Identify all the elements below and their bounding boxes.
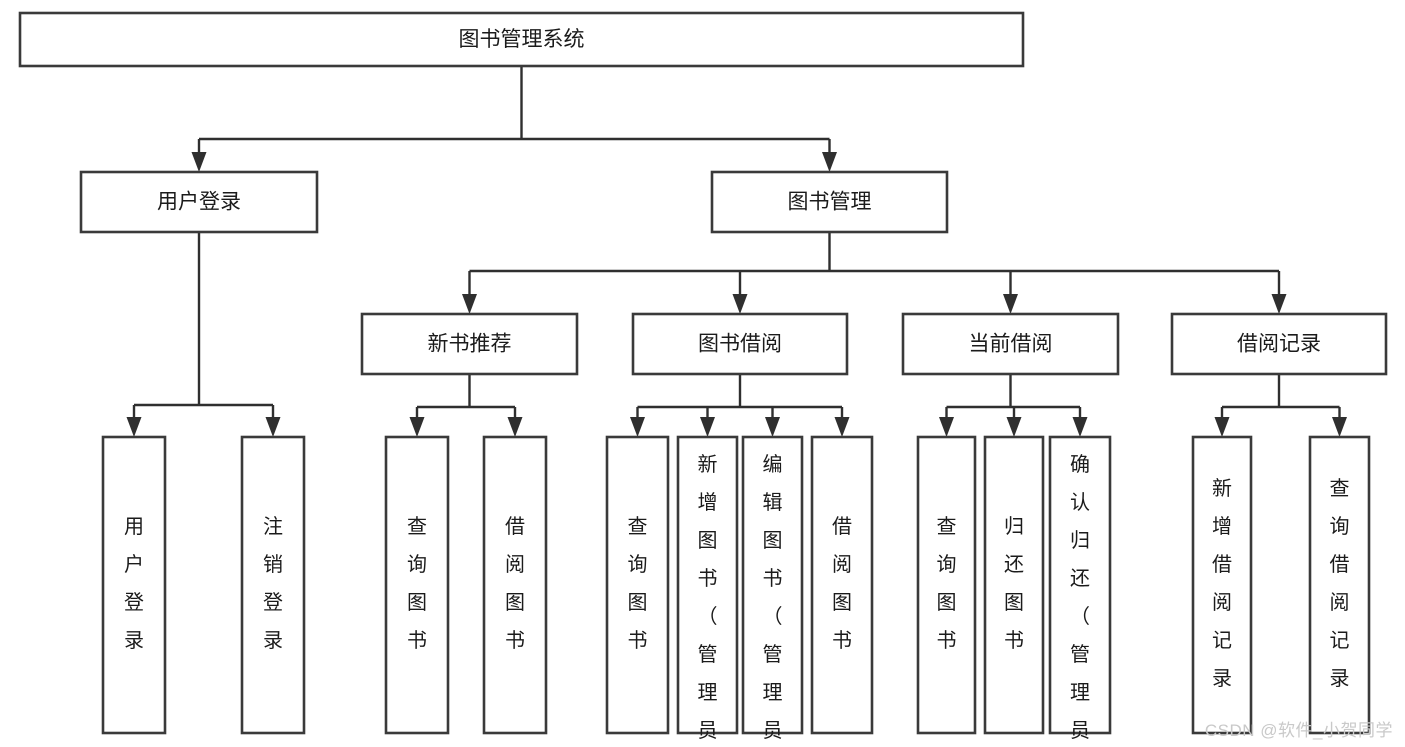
node-leaf-logout[interactable]: 注销登录 <box>240 435 306 735</box>
node-leaf-borrow-book[interactable]: 借阅图书 <box>810 435 874 735</box>
node-box <box>741 435 804 735</box>
node-box <box>482 435 548 735</box>
node-leaf-borrow-book-recommend[interactable]: 借阅图书 <box>482 435 548 735</box>
node-box <box>916 435 977 735</box>
node-leaf-add-borrow-record[interactable]: 新增借阅记录 <box>1191 435 1253 735</box>
node-box <box>360 312 579 376</box>
node-book-management[interactable]: 图书管理 <box>710 170 949 234</box>
connector-layer <box>126 66 1347 437</box>
node-box <box>1308 435 1371 735</box>
node-label: 新增图书（管理员） <box>698 453 718 747</box>
node-label: 查询图书 <box>407 515 427 652</box>
node-box <box>605 435 670 735</box>
node-label: 归还图书 <box>1004 515 1024 652</box>
node-box <box>676 435 739 735</box>
node-label: 用户登录 <box>157 191 241 214</box>
node-label: 查询图书 <box>937 515 957 652</box>
node-label: 编辑图书（管理员） <box>763 453 783 747</box>
node-box <box>631 312 849 376</box>
node-label: 查询图书 <box>628 515 648 652</box>
node-current-borrow[interactable]: 当前借阅 <box>901 312 1120 376</box>
node-leaf-add-book[interactable]: 新增图书（管理员） <box>676 435 739 747</box>
node-user-login[interactable]: 用户登录 <box>79 170 319 234</box>
node-label: 查询借阅记录 <box>1330 477 1350 690</box>
node-label: 图书管理 <box>788 191 872 214</box>
node-leaf-query-borrow-record[interactable]: 查询借阅记录 <box>1308 435 1371 735</box>
node-label: 注销登录 <box>263 515 283 652</box>
node-box <box>983 435 1045 735</box>
node-box <box>710 170 949 234</box>
node-leaf-return-book[interactable]: 归还图书 <box>983 435 1045 735</box>
node-label: 借阅图书 <box>832 515 852 652</box>
node-label: 当前借阅 <box>969 333 1053 356</box>
node-leaf-query-book-borrow[interactable]: 查询图书 <box>605 435 670 735</box>
node-label: 图书管理系统 <box>459 28 585 51</box>
node-box <box>79 170 319 234</box>
node-box <box>240 435 306 735</box>
node-box <box>18 11 1025 68</box>
node-layer: 图书管理系统用户登录图书管理新书推荐图书借阅当前借阅借阅记录用户登录注销登录查询… <box>18 11 1388 747</box>
node-label: 新书推荐 <box>428 333 512 356</box>
node-label: 图书借阅 <box>698 333 782 356</box>
node-label: 确认归还（管理员） <box>1070 453 1090 747</box>
node-box <box>1048 435 1112 735</box>
node-label: 用户登录 <box>124 516 144 652</box>
node-label: 借阅记录 <box>1237 333 1321 356</box>
node-leaf-query-book-recommend[interactable]: 查询图书 <box>384 435 450 735</box>
node-leaf-edit-book[interactable]: 编辑图书（管理员） <box>741 435 804 747</box>
node-leaf-confirm-return[interactable]: 确认归还（管理员） <box>1048 435 1112 747</box>
node-leaf-user-login[interactable]: 用户登录 <box>101 435 167 735</box>
node-leaf-query-book-current[interactable]: 查询图书 <box>916 435 977 735</box>
node-label: 借阅图书 <box>505 515 525 652</box>
node-box <box>384 435 450 735</box>
node-box <box>101 435 167 735</box>
node-book-borrow[interactable]: 图书借阅 <box>631 312 849 376</box>
node-root[interactable]: 图书管理系统 <box>18 11 1025 68</box>
node-label: 新增借阅记录 <box>1212 477 1232 690</box>
node-box <box>901 312 1120 376</box>
node-box <box>1170 312 1388 376</box>
node-borrow-records[interactable]: 借阅记录 <box>1170 312 1388 376</box>
node-box <box>1191 435 1253 735</box>
node-new-book-recommend[interactable]: 新书推荐 <box>360 312 579 376</box>
node-box <box>810 435 874 735</box>
